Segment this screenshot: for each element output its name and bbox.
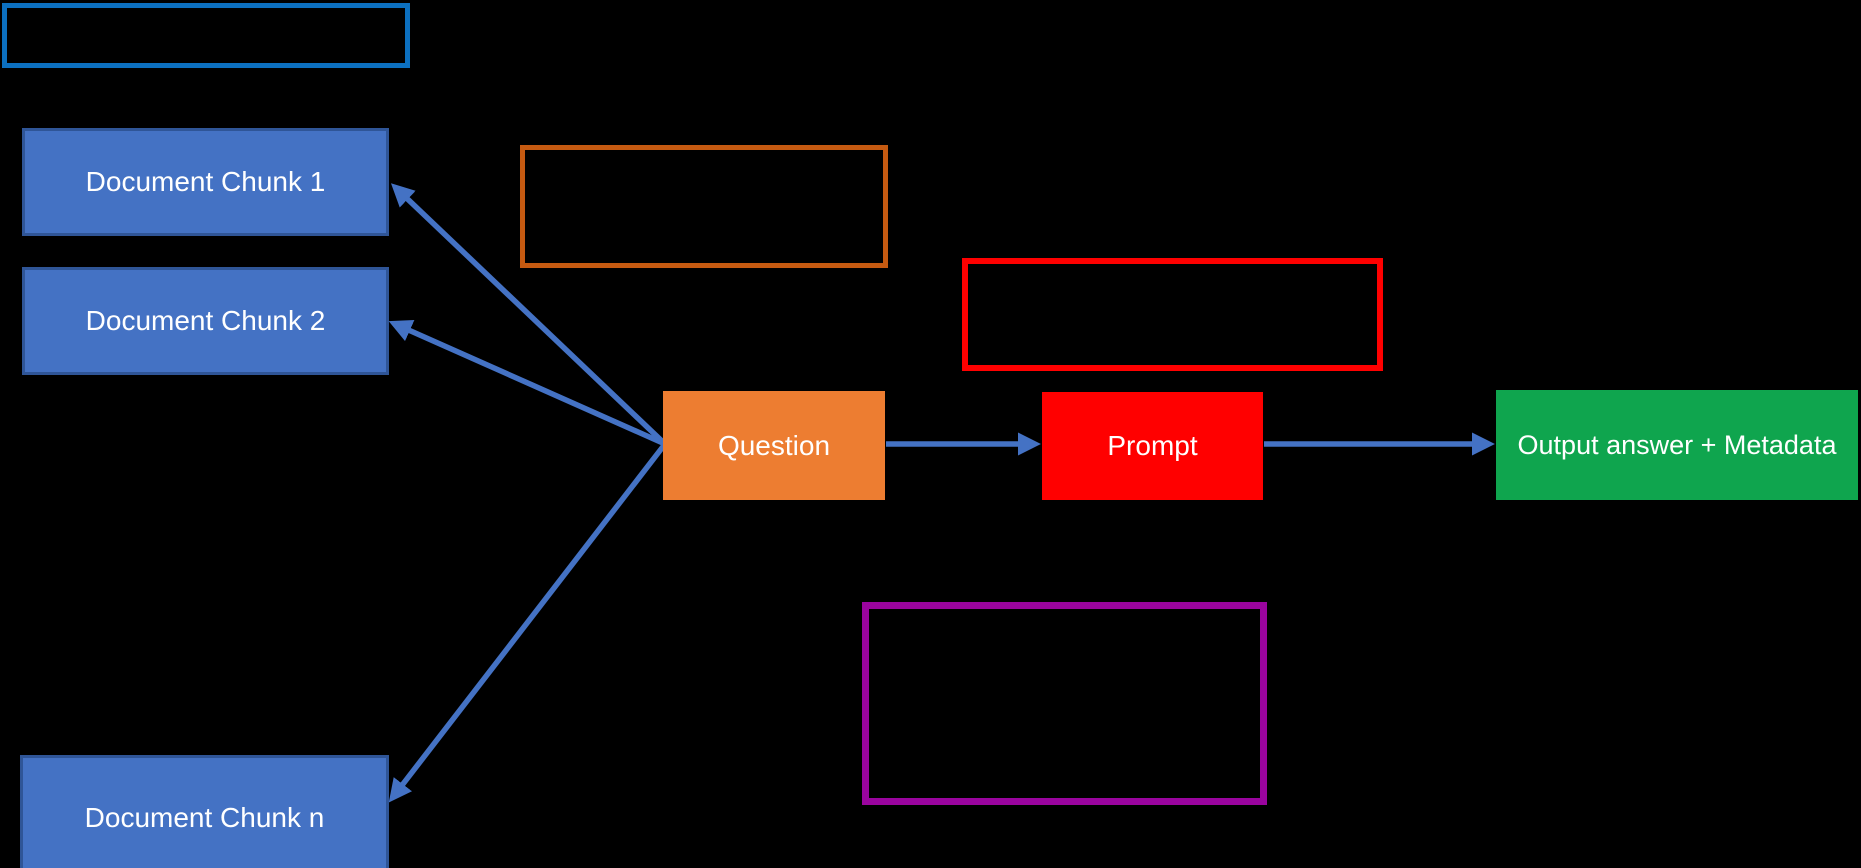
red-outline-box — [962, 258, 1383, 371]
document-chunk-2-node: Document Chunk 2 — [22, 267, 389, 375]
question-node: Question — [663, 391, 885, 500]
document-chunk-1-node: Document Chunk 1 — [22, 128, 389, 236]
blue-outline-box — [2, 3, 410, 68]
prompt-node: Prompt — [1042, 392, 1263, 500]
purple-outline-box — [862, 602, 1267, 805]
arrow-question-to-chunkn — [388, 442, 668, 803]
document-chunk-n-node: Document Chunk n — [20, 755, 389, 868]
output-answer-metadata-node: Output answer + Metadata — [1496, 390, 1858, 500]
arrow-question-to-chunk2 — [388, 320, 667, 447]
orange-outline-box — [520, 145, 888, 268]
